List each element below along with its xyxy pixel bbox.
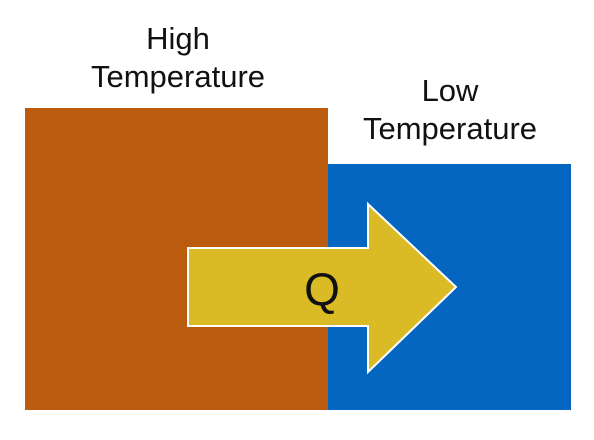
low-temperature-label-line2: Temperature — [362, 111, 538, 146]
high-temperature-label-line1: High — [146, 21, 210, 56]
low-temperature-label: Low Temperature — [330, 72, 570, 148]
heat-flow-arrow — [187, 201, 458, 375]
high-temperature-label: High Temperature — [60, 20, 296, 96]
heat-label-q: Q — [304, 263, 340, 315]
high-temperature-label-line2: Temperature — [90, 59, 266, 94]
low-temperature-label-line1: Low — [421, 73, 479, 108]
